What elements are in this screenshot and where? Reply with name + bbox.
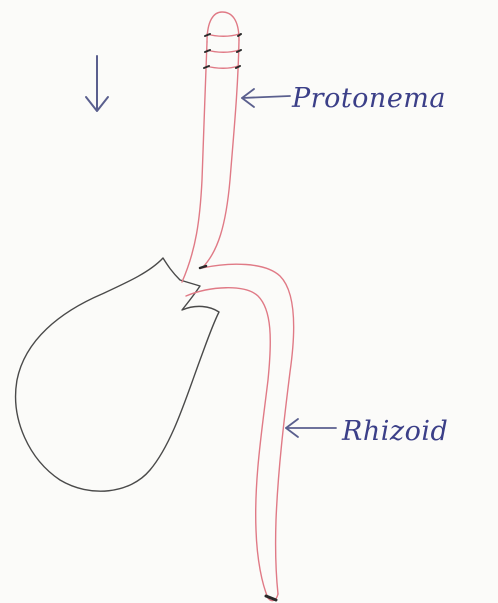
protonema-label: Protonema xyxy=(291,83,446,114)
rhizoid-pointer-arrow xyxy=(286,419,336,437)
rhizoid-label: Rhizoid xyxy=(341,416,448,447)
protonema-pointer-arrow xyxy=(242,89,290,107)
down-arrow-icon xyxy=(86,56,108,111)
rhizoid-filament xyxy=(186,264,294,600)
spore-body xyxy=(16,258,219,491)
rhizoid-tip-mark xyxy=(266,596,276,600)
protonema-filament xyxy=(182,12,239,282)
